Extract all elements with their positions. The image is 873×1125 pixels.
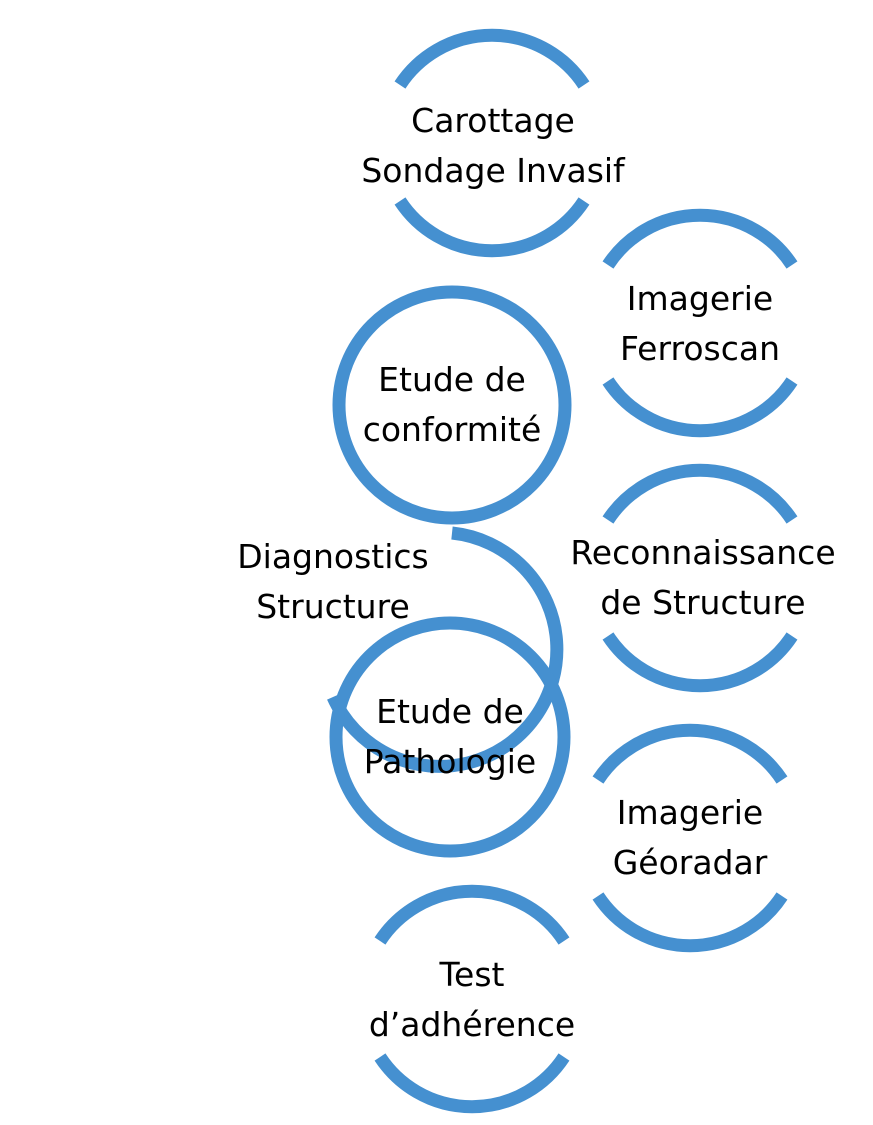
reconnaissance-label: Reconnaissance de Structure [570,528,835,628]
georadar-ring-bottom [592,892,788,953]
adherence-label: Test d’adhérence [369,950,575,1050]
adherence-ring-top [374,884,570,945]
carottage-ring-top [394,28,590,89]
reconnaissance-line2: de Structure [600,583,806,622]
reconnaissance-ring-top [602,463,798,524]
adherence-ring-bottom [374,1053,570,1114]
etude-pathologie-line1: Etude de [376,692,524,731]
carottage-line2: Sondage Invasif [361,151,625,190]
georadar-line2: Géoradar [612,843,768,882]
reconnaissance-line1: Reconnaissance [570,533,836,572]
etude-pathologie-label: Etude de Pathologie [364,687,536,787]
ferroscan-line2: Ferroscan [620,329,780,368]
ferroscan-ring-top [602,208,798,269]
etude-conformite-line2: conformité [362,410,542,449]
etude-pathologie-line2: Pathologie [363,742,537,781]
diagnostics-structure-line2: Structure [256,587,410,626]
etude-conformite-line1: Etude de [378,360,526,399]
georadar-line1: Imagerie [616,793,764,832]
adherence-line1: Test [439,955,505,994]
carottage-ring-bottom [394,197,590,258]
carottage-label: Carottage Sondage Invasif [361,96,624,196]
carottage-line1: Carottage [411,101,575,140]
etude-pathologie-ring [329,616,571,858]
reconnaissance-ring-bottom [602,632,798,693]
ferroscan-line1: Imagerie [626,279,774,318]
georadar-ring-top [592,723,788,784]
ferroscan-ring-bottom [602,377,798,438]
etude-conformite-label: Etude de conformité [363,355,542,455]
georadar-label: Imagerie Géoradar [613,788,768,888]
diagnostics-structure-ring [327,526,564,773]
etude-conformite-ring [332,285,572,525]
diagnostics-structure-line1: Diagnostics [237,537,429,576]
adherence-line2: d’adhérence [368,1005,576,1044]
diagnostics-structure-label: Diagnostics Structure [237,532,429,632]
ferroscan-label: Imagerie Ferroscan [620,274,780,374]
